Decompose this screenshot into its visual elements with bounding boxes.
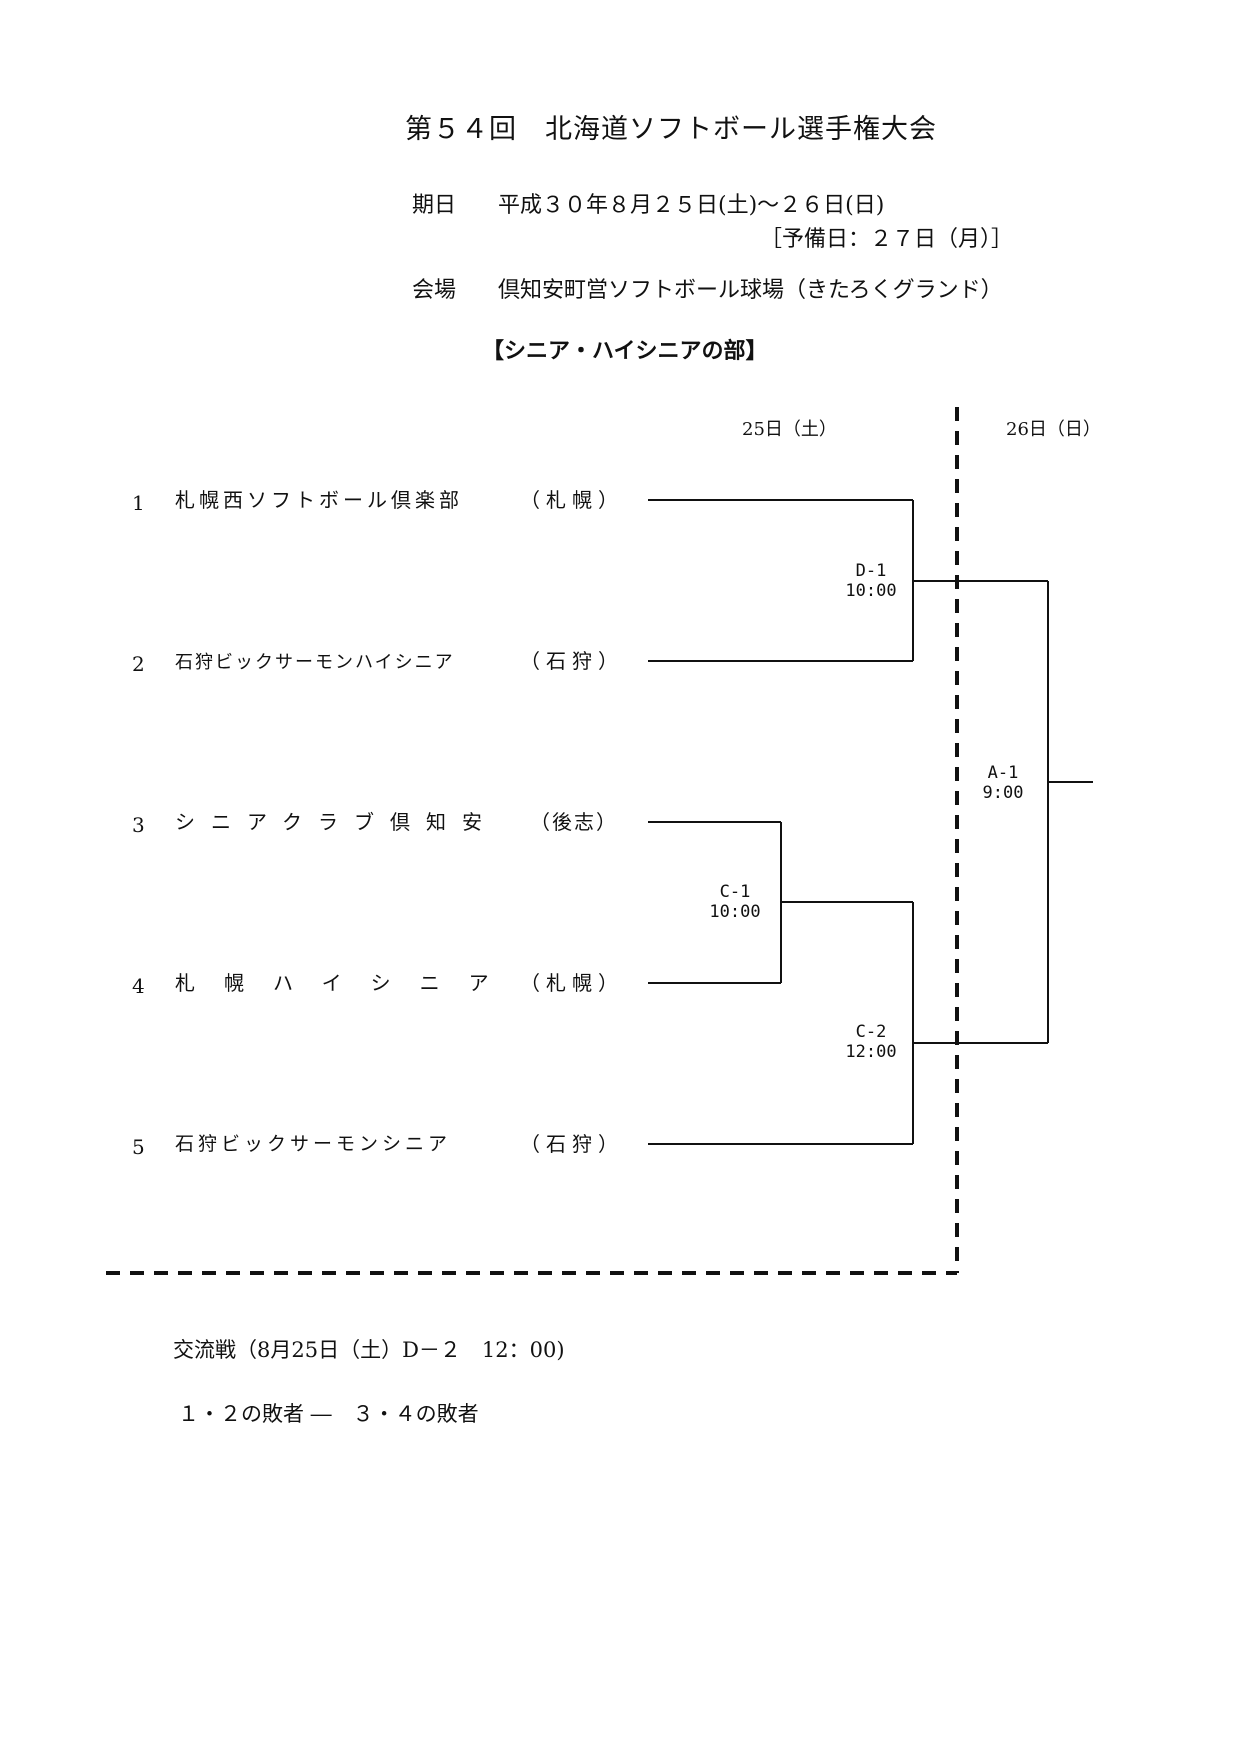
match-code: A-1 [987, 763, 1019, 783]
team-number: 1 [132, 491, 145, 515]
team-region: （石狩） [520, 649, 624, 673]
team-region: （後志） [530, 810, 618, 834]
venue-value: 倶知安町営ソフトボール球場（きたろくグランド） [498, 278, 1003, 303]
section-title: 【シニア・ハイシニアの部】 [482, 339, 768, 364]
team-name: 札幌西ソフトボール倶楽部 [175, 488, 463, 512]
match-code: D-1 [855, 561, 887, 581]
team-number: 3 [132, 813, 145, 837]
match-time: 10:00 [709, 901, 761, 922]
match-code: C-2 [855, 1022, 887, 1042]
match-time: 12:00 [845, 1041, 897, 1062]
team-region: （札幌） [520, 971, 624, 995]
reserve-date: ［予備日：２７日（月）］ [760, 227, 1014, 252]
match-a1: A-1 9:00 [968, 763, 1038, 803]
team-name: 石狩ビックサーモンシニア [175, 1133, 452, 1155]
team-name: 石狩ビックサーモンハイシニア [175, 652, 455, 673]
match-time: 10:00 [845, 580, 897, 601]
match-time: 9:00 [982, 782, 1024, 803]
team-region: （石狩） [520, 1132, 624, 1156]
team-name: 札幌ハイシニア [175, 971, 518, 995]
day-header-2: 26日（日） [1006, 419, 1101, 440]
match-c2: C-2 12:00 [836, 1022, 906, 1062]
day-header-1: 25日（土） [742, 419, 837, 440]
date-value: 平成３０年８月２５日(土)～２６日(日) [498, 193, 885, 218]
team-number: 5 [132, 1135, 145, 1159]
date-label: 期日 [412, 193, 457, 218]
team-number: 2 [132, 652, 145, 676]
team-name: シニアクラブ倶知安 [175, 810, 498, 834]
page-title: 第５４回 北海道ソフトボール選手権大会 [405, 114, 937, 145]
match-c1: C-1 10:00 [700, 882, 770, 922]
exchange-match: 交流戦（8月25日（土）D－２ 12：00) [173, 1338, 565, 1362]
venue-label: 会場 [412, 278, 457, 303]
losers-match: １・２の敗者 ― ３・４の敗者 [178, 1402, 479, 1426]
team-region: （札幌） [520, 488, 624, 512]
team-number: 4 [132, 974, 145, 998]
match-d1: D-1 10:00 [836, 561, 906, 601]
match-code: C-1 [719, 882, 751, 902]
